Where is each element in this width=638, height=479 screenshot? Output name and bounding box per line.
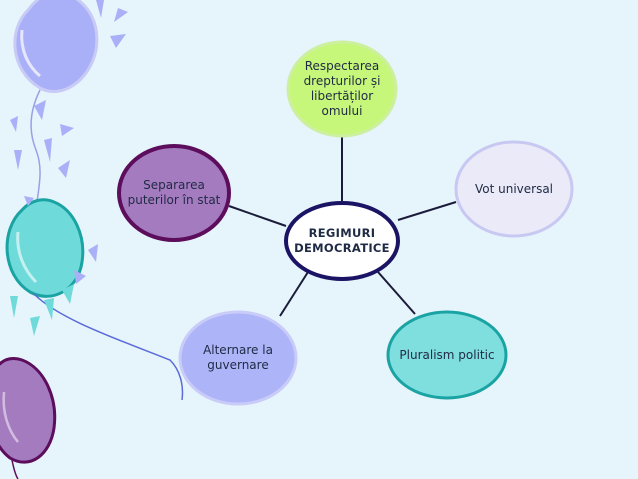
node-pluralism-shape (386, 310, 508, 400)
center-node-label: REGIMURI DEMOCRATICE (294, 226, 390, 255)
node-rights-label: Respectarea drepturilor și libertăților … (303, 59, 381, 118)
connector-vote (397, 201, 457, 221)
node-vote-shape (454, 140, 574, 238)
node-alternance-label: Alternare la guvernare (203, 343, 273, 372)
balloon-teal-icon (5, 198, 184, 401)
node-vote-label: Vot universal (474, 181, 554, 196)
balloon-purple-icon (0, 356, 57, 479)
node-rights-shape (286, 40, 398, 138)
node-pluralism-label: Pluralism politic (399, 347, 495, 362)
connector-separation (228, 205, 287, 227)
center-node-shape (284, 201, 400, 281)
confetti-icon (10, 0, 128, 336)
node-separation-label: Separarea puterilor în stat (127, 178, 221, 207)
connector-pluralism (377, 271, 416, 315)
node-separation-shape (117, 144, 231, 242)
connector-alternance (279, 271, 309, 317)
node-alternance-shape (178, 310, 298, 406)
balloon-lavender-icon (13, 0, 99, 211)
